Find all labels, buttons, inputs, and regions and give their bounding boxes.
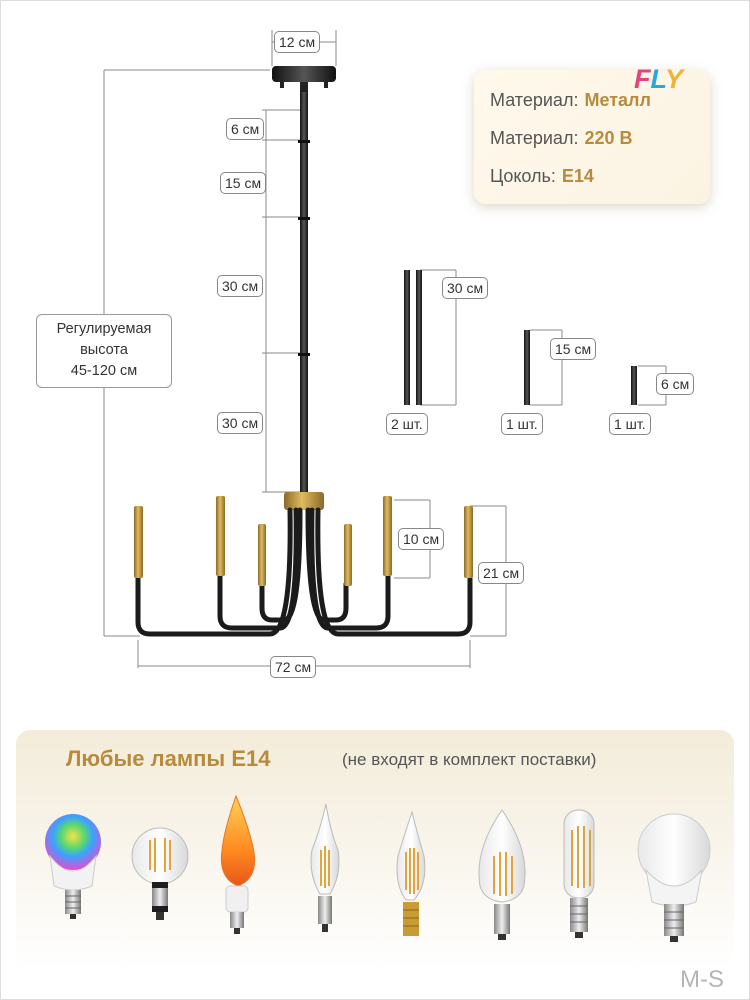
arms (135, 507, 473, 637)
width-label: 72 см (270, 656, 317, 678)
flame-bulb-icon (220, 794, 256, 934)
candle-sleeves (134, 496, 473, 586)
suspension-rod (298, 92, 310, 492)
watermark: M-S (680, 966, 724, 993)
rod-6-length-label: 6 см (656, 373, 695, 395)
brass-hub (284, 492, 324, 510)
spec-material-label: Материал: (490, 90, 579, 110)
rod-30-qty-label: 2 шт. (386, 413, 428, 435)
rod-30-length-label: 30 см (442, 277, 489, 299)
rod-15-qty-label: 1 шт. (501, 413, 543, 435)
lamps-note: (не входят в комплект поставки) (342, 750, 597, 769)
rgb-bulb-icon (45, 814, 101, 919)
rod-30a-label: 30 см (217, 275, 264, 297)
arm-height-label: 21 см (478, 562, 525, 584)
adjustable-height-label: Регулируемая высота 45-120 см (36, 314, 172, 388)
adjustable-line-3: 45-120 см (70, 363, 138, 379)
brand-logo: FLY (634, 64, 683, 94)
spec-socket: Цоколь:E14 (490, 166, 594, 187)
candle-height-label: 10 см (398, 528, 445, 550)
spec-material: Материал:Металл (490, 90, 651, 111)
globe-filament-bulb-icon (131, 827, 189, 920)
candle-filament-bulb-icon (478, 809, 526, 940)
tip-candle-filament-bulb-icon (310, 803, 340, 932)
rod-6-label: 6 см (226, 118, 265, 140)
spec-voltage-label: Материал: (490, 128, 579, 148)
tip-candle-filament-bulb-icon (396, 810, 426, 936)
extension-rods (404, 270, 637, 405)
adjustable-line-2: высота (80, 342, 128, 358)
spec-socket-value: E14 (561, 166, 594, 186)
lamps-row (45, 794, 711, 942)
specs-card: Материал:Металл Материал:220 В Цоколь:E1… (474, 70, 710, 204)
canopy (272, 66, 336, 92)
spec-material-value: Металл (584, 90, 651, 110)
canopy-width-label: 12 см (274, 31, 321, 53)
rod-30b-label: 30 см (217, 412, 264, 434)
spec-socket-label: Цоколь: (490, 166, 556, 186)
adjustable-line-1: Регулируемая (56, 321, 152, 337)
rod-6-qty-label: 1 шт. (609, 413, 651, 435)
brand-letter-l: L (650, 64, 666, 94)
rod-15-label: 15 см (220, 172, 267, 194)
tubular-filament-bulb-icon (563, 809, 595, 938)
rod-15-length-label: 15 см (550, 338, 597, 360)
spec-voltage-value: 220 В (584, 128, 633, 148)
brand-letter-f: F (634, 64, 651, 94)
led-globe-bulb-icon (637, 813, 711, 942)
chandelier-diagram (103, 30, 667, 668)
lamps-title: Любые лампы E14 (66, 746, 271, 771)
brand-letter-y: Y (665, 64, 684, 94)
spec-voltage: Материал:220 В (490, 128, 633, 149)
